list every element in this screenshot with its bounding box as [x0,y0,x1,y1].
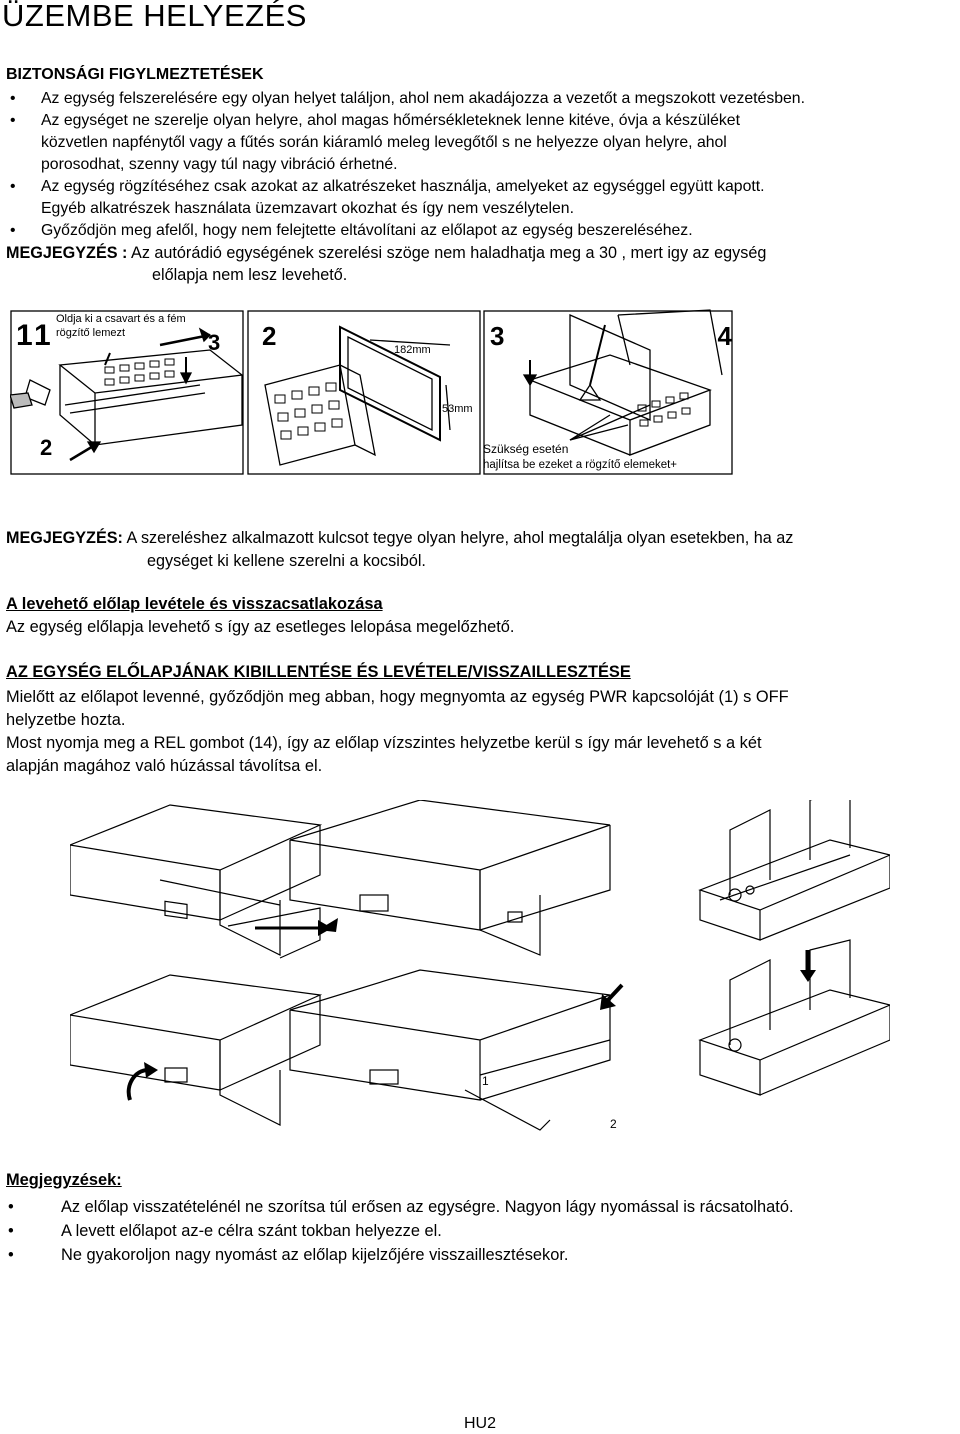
note-label: MEGJEGYZÉS : [6,244,128,262]
note-item-text: Az előlap visszatételénél ne szorítsa tú… [61,1198,794,1216]
note-text: A szereléshez alkalmazott kulcsot tegye … [122,529,794,547]
note-item: • Az előlap visszatételénél ne szorítsa … [6,1195,958,1219]
case-bottom-right [698,939,890,1096]
safety-text: Az egység rögzítéséhez csak azokat az al… [41,178,765,195]
panel-frame [247,310,481,475]
safety-heading: BIZTONSÁGI FIGYLMEZTETÉSEK [6,66,264,83]
bullet: • [8,1246,14,1264]
bullet: • [8,1222,14,1240]
installation-figure: 1 2 3 4 Oldja ki a csavart és a fém rögz… [10,309,733,475]
page-title: ÜZEMBE HELYEZÉS [2,0,307,33]
unit-bottom-left [70,974,323,1126]
panel-frame [483,310,733,475]
panel-number: 2 [262,321,276,351]
safety-item: • Az egység felszerelésére egy olyan hel… [6,88,956,110]
step-label: 2 [610,1117,617,1131]
dimension-label: 53mm [442,403,473,415]
bullet: • [10,112,16,129]
step-number: 1 [34,319,51,352]
step-number: 2 [40,435,52,460]
tilt-heading: AZ EGYSÉG ELŐLAPJÁNAK KIBILLENTÉSE ÉS LE… [6,663,631,681]
panel-number: 3 [490,321,504,351]
step-number: 3 [208,330,220,355]
callout-text: Oldja ki a csavart és a fém [56,313,186,325]
note-text: előlapja nem lesz levehető. [152,266,348,284]
case-top-right [698,800,890,941]
bullet: • [10,90,16,107]
callout-text: rögzítő lemezt [56,327,125,339]
note-label: MEGJEGYZÉS: [6,529,123,547]
dimension-label: 182mm [394,344,431,356]
bullet: • [10,178,16,195]
safety-text: Egyéb alkatrészek használata üzemzavart … [41,200,574,217]
removable-panel-heading: A levehető előlap levétele és visszacsat… [6,595,383,613]
front-panel-figure: 1 2 [70,800,890,1131]
safety-text: Az egységet ne szerelje olyan helyre, ah… [41,112,740,129]
bullet: • [10,222,16,239]
panel-frame [10,310,244,475]
tilt-line: alapján magához való húzással távolítsa … [6,757,323,775]
unit-bottom-middle [289,969,611,1131]
unit-drawing-4 [617,309,723,376]
page-number: HU2 [464,1415,497,1432]
step-label: 1 [482,1074,489,1088]
note-item: • Ne gyakoroljon nagy nyomást az előlap … [6,1243,958,1267]
key-note: MEGJEGYZÉS: A szereléshez alkalmazott ku… [6,527,956,573]
note-text: egységet ki kellene szerelni a kocsiból. [147,552,426,570]
safety-text: porosodhat, szenny vagy túl nagy vibráci… [41,156,398,173]
sleeve-drawing [264,325,451,466]
note-text: Az autórádió egységének szerelési szöge … [127,244,767,262]
removable-panel-text: Az egység előlapja levehető s így az ese… [6,618,515,636]
mounting-angle-note: MEGJEGYZÉS : Az autórádió egységének sze… [6,242,956,286]
note-item: • A levett előlapot az-e célra szánt tok… [6,1219,958,1243]
callout-text: hajlítsa be ezeket a rögzítő elemeket+ [483,459,677,471]
notes-list: • Az előlap visszatételénél ne szorítsa … [6,1195,958,1267]
safety-text: közvetlen napfénytől vagy a fűtés során … [41,134,727,151]
note-item-text: A levett előlapot az-e célra szánt tokba… [61,1222,442,1240]
unit-drawing-1 [10,349,244,447]
bending-drawing [522,314,712,456]
safety-text: Az egység felszerelésére egy olyan helye… [41,90,805,107]
panel-number: 4 [718,321,733,351]
callout-text: Szükség esetén [483,442,568,456]
safety-text: Győződjön meg afelől, hogy nem felejtett… [41,222,693,239]
unit-top-middle [289,800,611,956]
notes-heading: Megjegyzések: [6,1171,122,1189]
tilt-line: Most nyomja meg a REL gombot (14), így a… [6,734,762,752]
tilt-text: Mielőtt az előlapot levenné, győződjön m… [6,686,958,778]
safety-list: • Az egység felszerelésére egy olyan hel… [6,88,956,242]
unit-top-left [70,804,323,959]
bullet: • [8,1198,14,1216]
safety-item: • Az egységet ne szerelje olyan helyre, … [6,110,956,176]
note-item-text: Ne gyakoroljon nagy nyomást az előlap ki… [61,1246,569,1264]
safety-item: • Győződjön meg afelől, hogy nem felejte… [6,220,956,242]
tilt-line: helyzetbe hozta. [6,711,126,729]
safety-item: • Az egység rögzítéséhez csak azokat az … [6,176,956,220]
tilt-line: Mielőtt az előlapot levenné, győződjön m… [6,688,789,706]
panel-number: 1 [16,319,33,352]
